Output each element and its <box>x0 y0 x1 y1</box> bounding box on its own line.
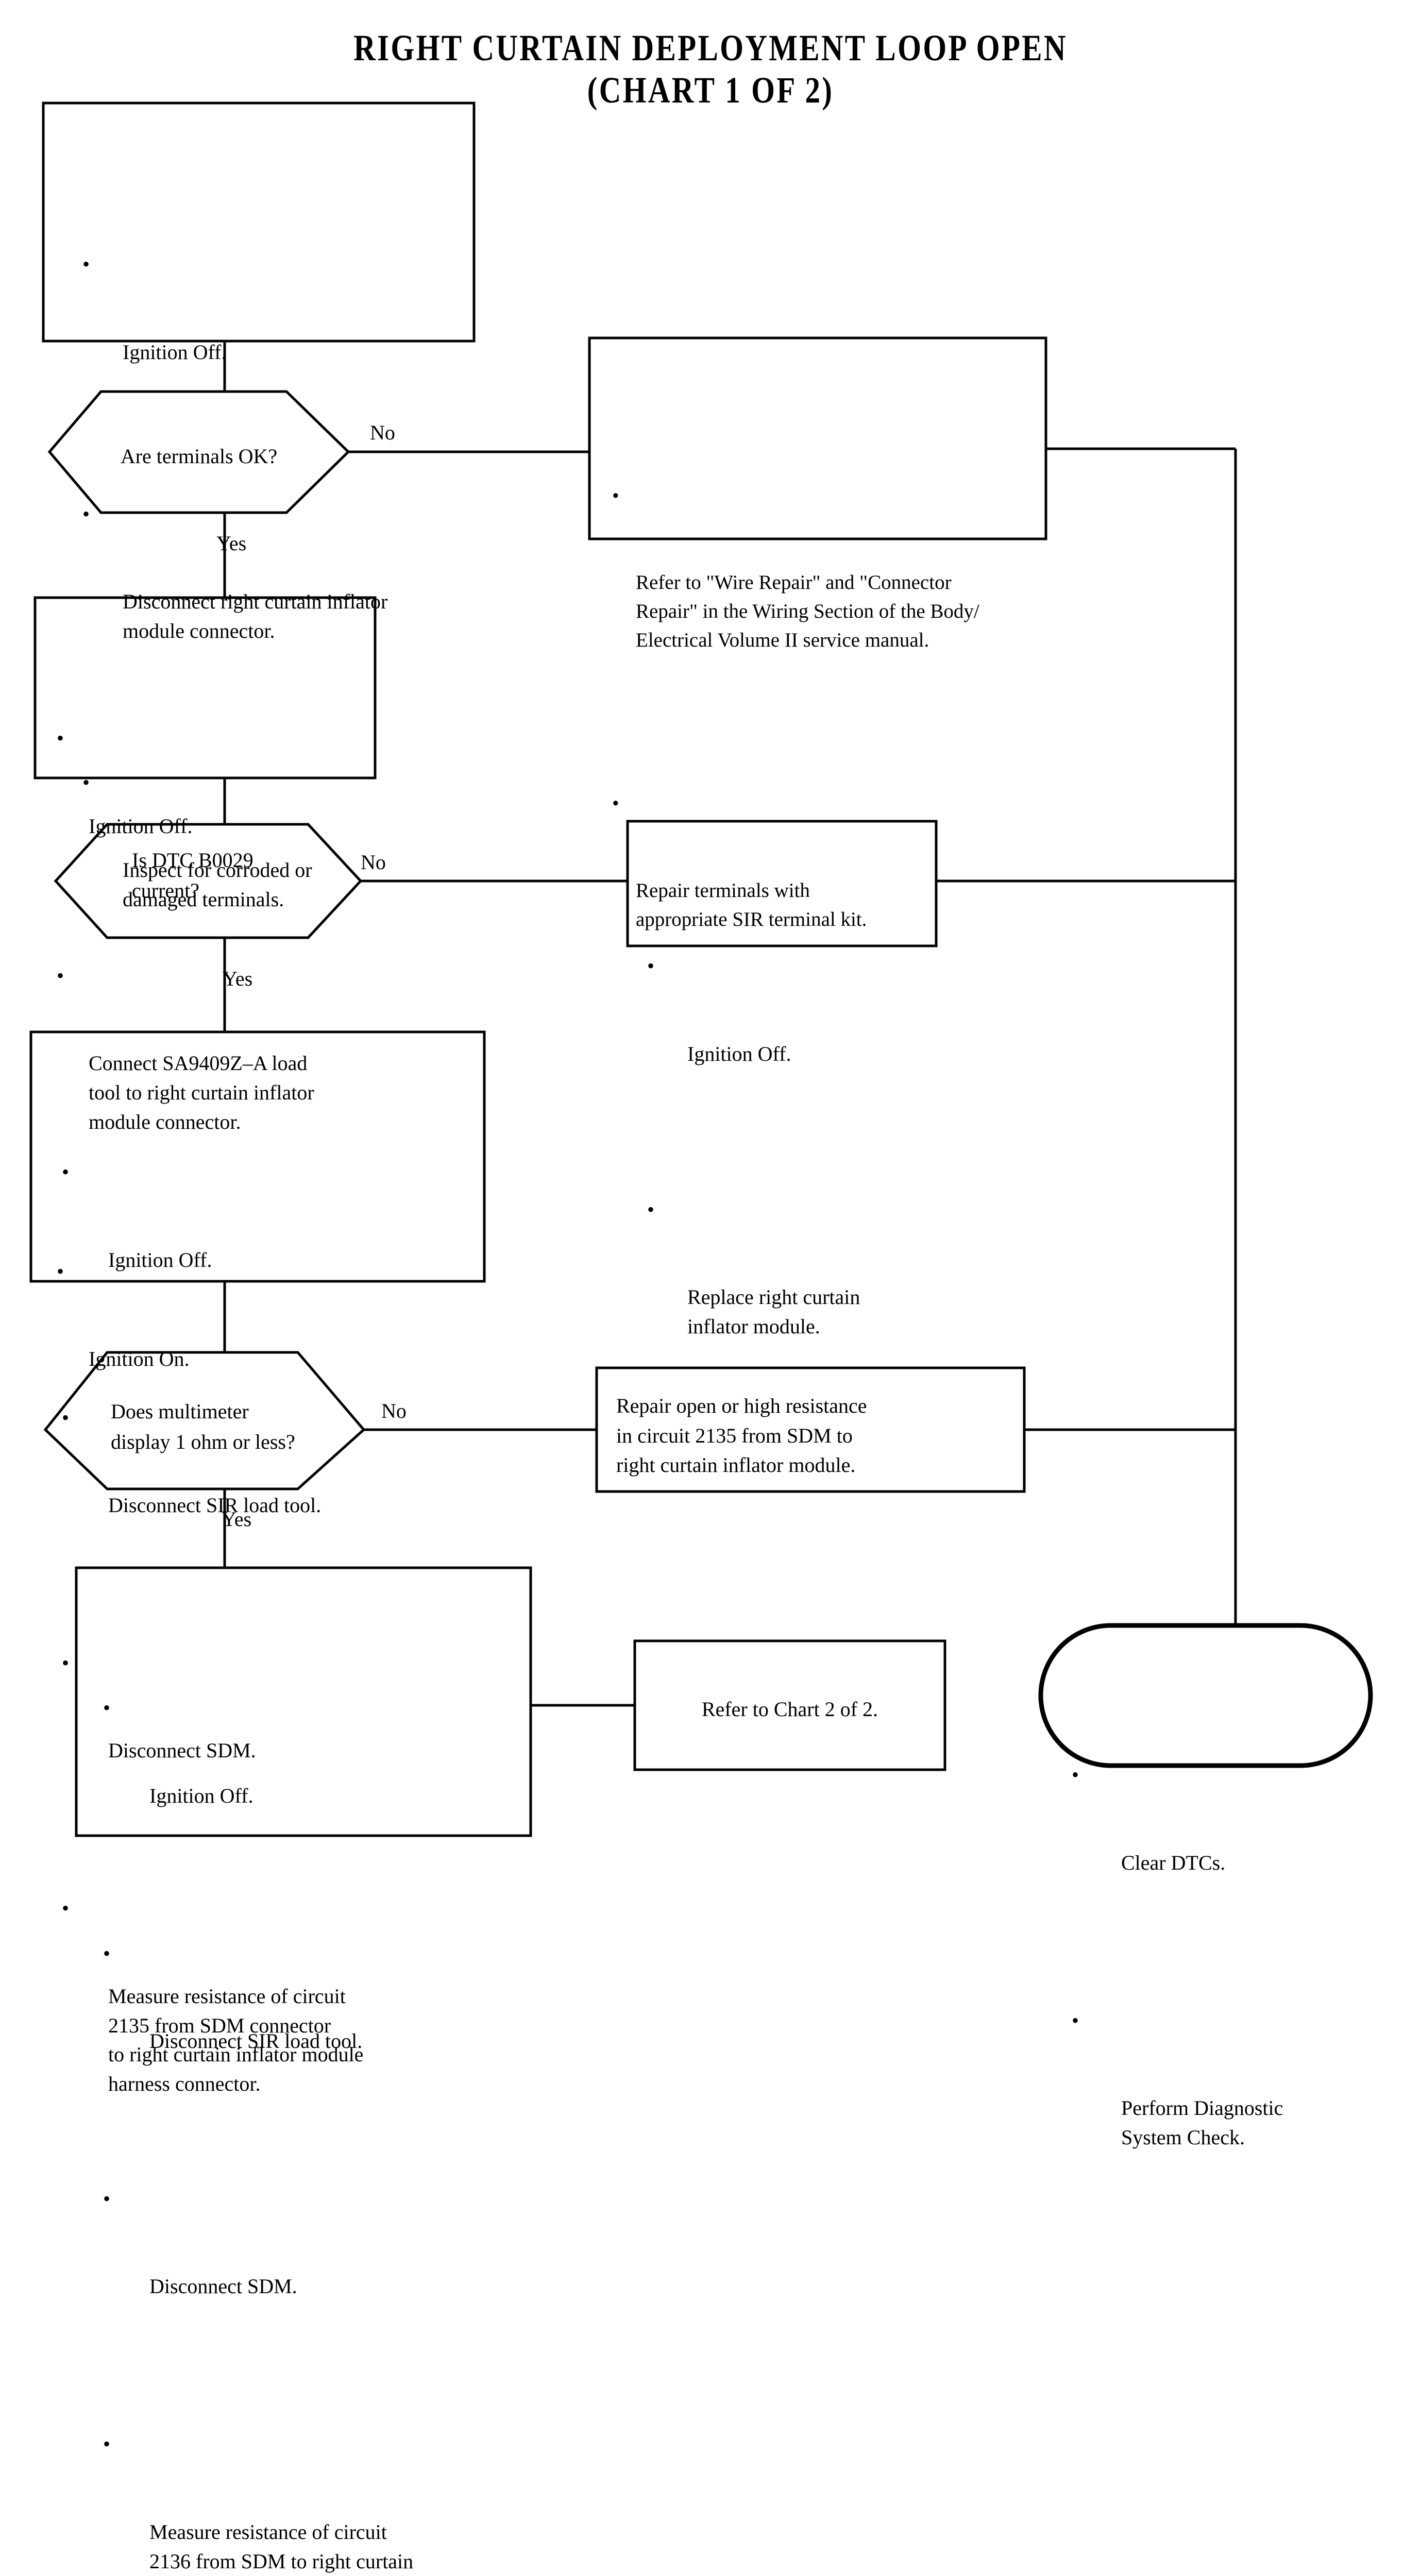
bullet-text: Disconnect SIR load tool. <box>108 1493 322 1517</box>
list-item: • Measure resistance of circuit 2136 fro… <box>103 2430 526 2576</box>
edge-label-decision1-no: No <box>370 421 395 444</box>
title-line-1: RIGHT CURTAIN DEPLOYMENT LOOP OPEN <box>353 27 1068 69</box>
page-title: RIGHT CURTAIN DEPLOYMENT LOOP OPEN (CHAR… <box>128 27 1293 111</box>
bullet-icon: • <box>647 954 655 978</box>
bullet-text: Replace right curtain inflator module. <box>687 1285 860 1338</box>
node-step2-text: • Ignition Off. • Connect SA9409Z–A load… <box>57 607 376 1550</box>
bullet-icon: • <box>62 1405 70 1429</box>
node-chart2-ref-text: Refer to Chart 2 of 2. <box>701 1698 878 1721</box>
list-item: • Ignition Off. <box>57 724 376 900</box>
edge-label-decision1-yes: Yes <box>216 532 247 555</box>
node-step4-text: • Ignition Off. • Disconnect SIR load to… <box>103 1577 526 2576</box>
bullet-text: Connect SA9409Z–A load tool to right cur… <box>89 1051 314 1133</box>
node-chart2-ref <box>633 1639 946 1771</box>
node-repair-2135-text: Repair open or high resistance in circui… <box>616 1394 867 1477</box>
node-repair-terminals <box>588 336 1047 540</box>
bullet-text: Ignition Off. <box>149 1784 253 1807</box>
flowchart-canvas <box>29 101 1373 1837</box>
bullet-icon: • <box>57 963 64 987</box>
list-item: • Disconnect SIR load tool. <box>103 1939 526 2115</box>
title-line-2: (CHART 1 OF 2) <box>587 70 834 111</box>
list-item: • Ignition Off. <box>103 1693 526 1869</box>
node-step4 <box>75 1566 532 1837</box>
list-item: • Disconnect SDM. <box>103 2184 526 2360</box>
bullet-icon: • <box>103 2432 111 2456</box>
bullet-text: Ignition Off. <box>89 814 193 838</box>
list-item: • Connect SA9409Z–A load tool to right c… <box>57 961 376 1195</box>
bullet-icon: • <box>1072 2008 1079 2032</box>
node-terminal-text: • Clear DTCs. • Perform Diagnostic Syste… <box>1072 1643 1360 2328</box>
list-item: • Ignition On. <box>57 1257 376 1433</box>
list-item: • Disconnect right curtain inflator modu… <box>82 500 474 705</box>
node-repair-terminals-text: • Refer to "Wire Repair" and "Connector … <box>612 366 1060 1108</box>
list-item: • Ignition Off. <box>647 952 936 1127</box>
bullet-text: Clear DTCs. <box>1121 1851 1226 1874</box>
node-step1 <box>42 101 476 343</box>
bullet-icon: • <box>1072 1763 1079 1787</box>
list-item: • Replace right curtain inflator module. <box>647 1195 936 1400</box>
bullet-icon: • <box>82 502 90 526</box>
list-item: • Clear DTCs. <box>1072 1760 1360 1936</box>
bullet-icon: • <box>82 770 90 794</box>
bullet-text: Disconnect SIR load tool. <box>149 2029 363 2053</box>
bullet-icon: • <box>57 726 64 750</box>
list-item: • Ignition Off. <box>62 1158 484 1333</box>
node-decision2 <box>54 823 363 939</box>
bullet-text: Ignition Off. <box>123 340 227 364</box>
node-decision1-text: Are terminals OK? <box>120 445 278 468</box>
edge-label-decision3-no: No <box>381 1399 407 1422</box>
list-item: • Repair terminals with appropriate SIR … <box>612 789 1060 992</box>
bullet-text: Ignition Off. <box>108 1248 212 1272</box>
bullet-icon: • <box>62 1651 70 1674</box>
bullet-icon: • <box>57 1259 64 1283</box>
node-repair-2135 <box>595 1366 1026 1493</box>
list-item: • Disconnect SDM. <box>62 1649 484 1824</box>
bullet-icon: • <box>103 1696 111 1720</box>
edge-label-decision2-yes: Yes <box>223 967 253 990</box>
list-item: • Refer to "Wire Repair" and "Connector … <box>612 482 1060 713</box>
bullet-text: Repair terminals with appropriate SIR te… <box>636 879 867 930</box>
bullet-text: Disconnect SDM. <box>108 1739 256 1762</box>
list-item: • Disconnect SIR load tool. <box>62 1403 484 1579</box>
bullet-text: Disconnect SDM. <box>149 2275 297 2298</box>
node-terminal <box>1038 1623 1373 1768</box>
bullet-text: Inspect for corroded or damaged terminal… <box>123 858 312 911</box>
bullet-icon: • <box>612 484 619 507</box>
bullet-text: Ignition On. <box>89 1347 190 1370</box>
edge-label-decision3-yes: Yes <box>222 1507 252 1531</box>
node-step2 <box>33 596 377 779</box>
node-step1-text: • Ignition Off. • Disconnect right curta… <box>82 133 474 1090</box>
bullet-text: Perform Diagnostic System Check. <box>1121 2096 1283 2149</box>
edge-label-decision2-no: No <box>361 851 386 874</box>
node-replace-module-text: • Ignition Off. • Replace right curtain … <box>647 835 936 1517</box>
node-decision3 <box>43 1351 366 1490</box>
bullet-text: Refer to "Wire Repair" and "Connector Re… <box>636 571 979 652</box>
bullet-text: Ignition Off. <box>687 1042 791 1065</box>
node-replace-module <box>626 820 938 947</box>
node-decision3-text: Does multimeter display 1 ohm or less? <box>111 1400 295 1454</box>
bullet-icon: • <box>62 1896 70 1920</box>
bullet-icon: • <box>62 1160 70 1184</box>
node-step3 <box>29 1030 486 1283</box>
flowchart-root: RIGHT CURTAIN DEPLOYMENT LOOP OPEN (CHAR… <box>29 27 1373 2573</box>
node-decision1 <box>47 390 350 514</box>
bullet-icon: • <box>103 2187 111 2210</box>
list-item: • Ignition Off. <box>82 250 474 426</box>
bullet-icon: • <box>647 1197 655 1221</box>
bullet-text: Measure resistance of circuit 2136 from … <box>149 2520 414 2573</box>
bullet-text: Disconnect right curtain inflator module… <box>123 589 388 642</box>
list-item: • Inspect for corroded or damaged termin… <box>82 768 474 973</box>
bullet-icon: • <box>82 252 90 276</box>
bullet-icon: • <box>103 1941 111 1965</box>
list-item: • Perform Diagnostic System Check. <box>1072 2006 1360 2211</box>
node-decision2-text: Is DTC B0029 current? <box>132 849 253 903</box>
bullet-icon: • <box>612 792 619 815</box>
